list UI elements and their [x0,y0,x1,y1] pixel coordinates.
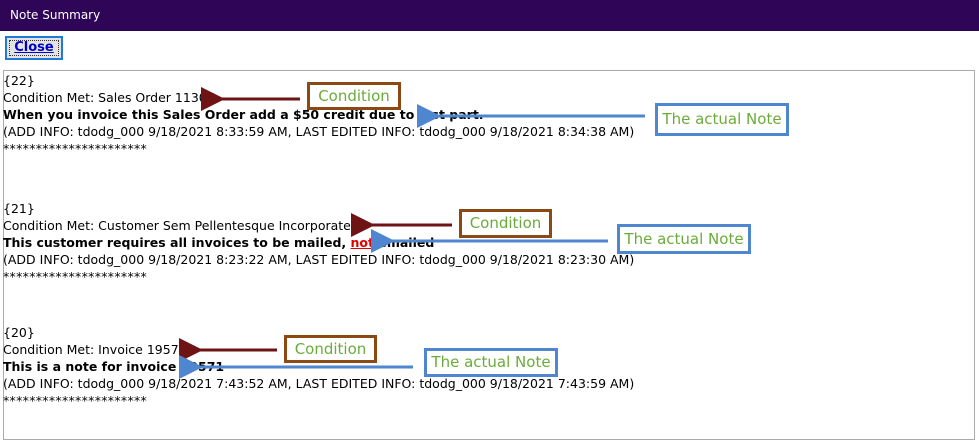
condition-text: Condition Met: Invoice 19571 [3,342,187,357]
note-entry: {20} Condition Met: Invoice 19571 This i… [3,324,634,409]
note-info: (ADD INFO: tdodg_000 9/18/2021 7:43:52 A… [3,376,635,391]
condition-callout: Condition [307,82,401,110]
condition-callout: Condition [284,335,377,363]
condition-callout: Condition [459,209,552,238]
separator: ********************** [3,269,148,284]
condition-text: Condition Met: Sales Order 11307 [3,90,215,105]
note-text-part: This customer requires all invoices to b… [3,235,351,250]
window-title: Note Summary [10,8,101,22]
condition-text: Condition Met: Customer Sem Pellentesque… [3,218,359,233]
note-entry: {21} Condition Met: Customer Sem Pellent… [3,200,634,285]
note-id: {20} [3,325,35,340]
separator: ********************** [3,393,148,408]
separator: ********************** [3,141,148,156]
note-id: {22} [3,73,35,88]
note-info: (ADD INFO: tdodg_000 9/18/2021 8:23:22 A… [3,252,635,267]
note-entry: {22} Condition Met: Sales Order 11307 Wh… [3,72,634,157]
note-callout: The actual Note [617,224,751,254]
note-id: {21} [3,201,35,216]
note-callout: The actual Note [424,348,558,377]
annotation-arrows [179,87,645,379]
close-button[interactable]: Close [5,36,63,60]
note-text: This is a note for invoice 19571 [3,359,225,374]
note-info: (ADD INFO: tdodg_000 9/18/2021 8:33:59 A… [3,124,635,139]
title-bar: Note Summary [0,0,979,31]
note-highlight: not [350,235,374,250]
note-callout: The actual Note [655,103,789,136]
note-text: When you invoice this Sales Order add a … [3,107,484,122]
